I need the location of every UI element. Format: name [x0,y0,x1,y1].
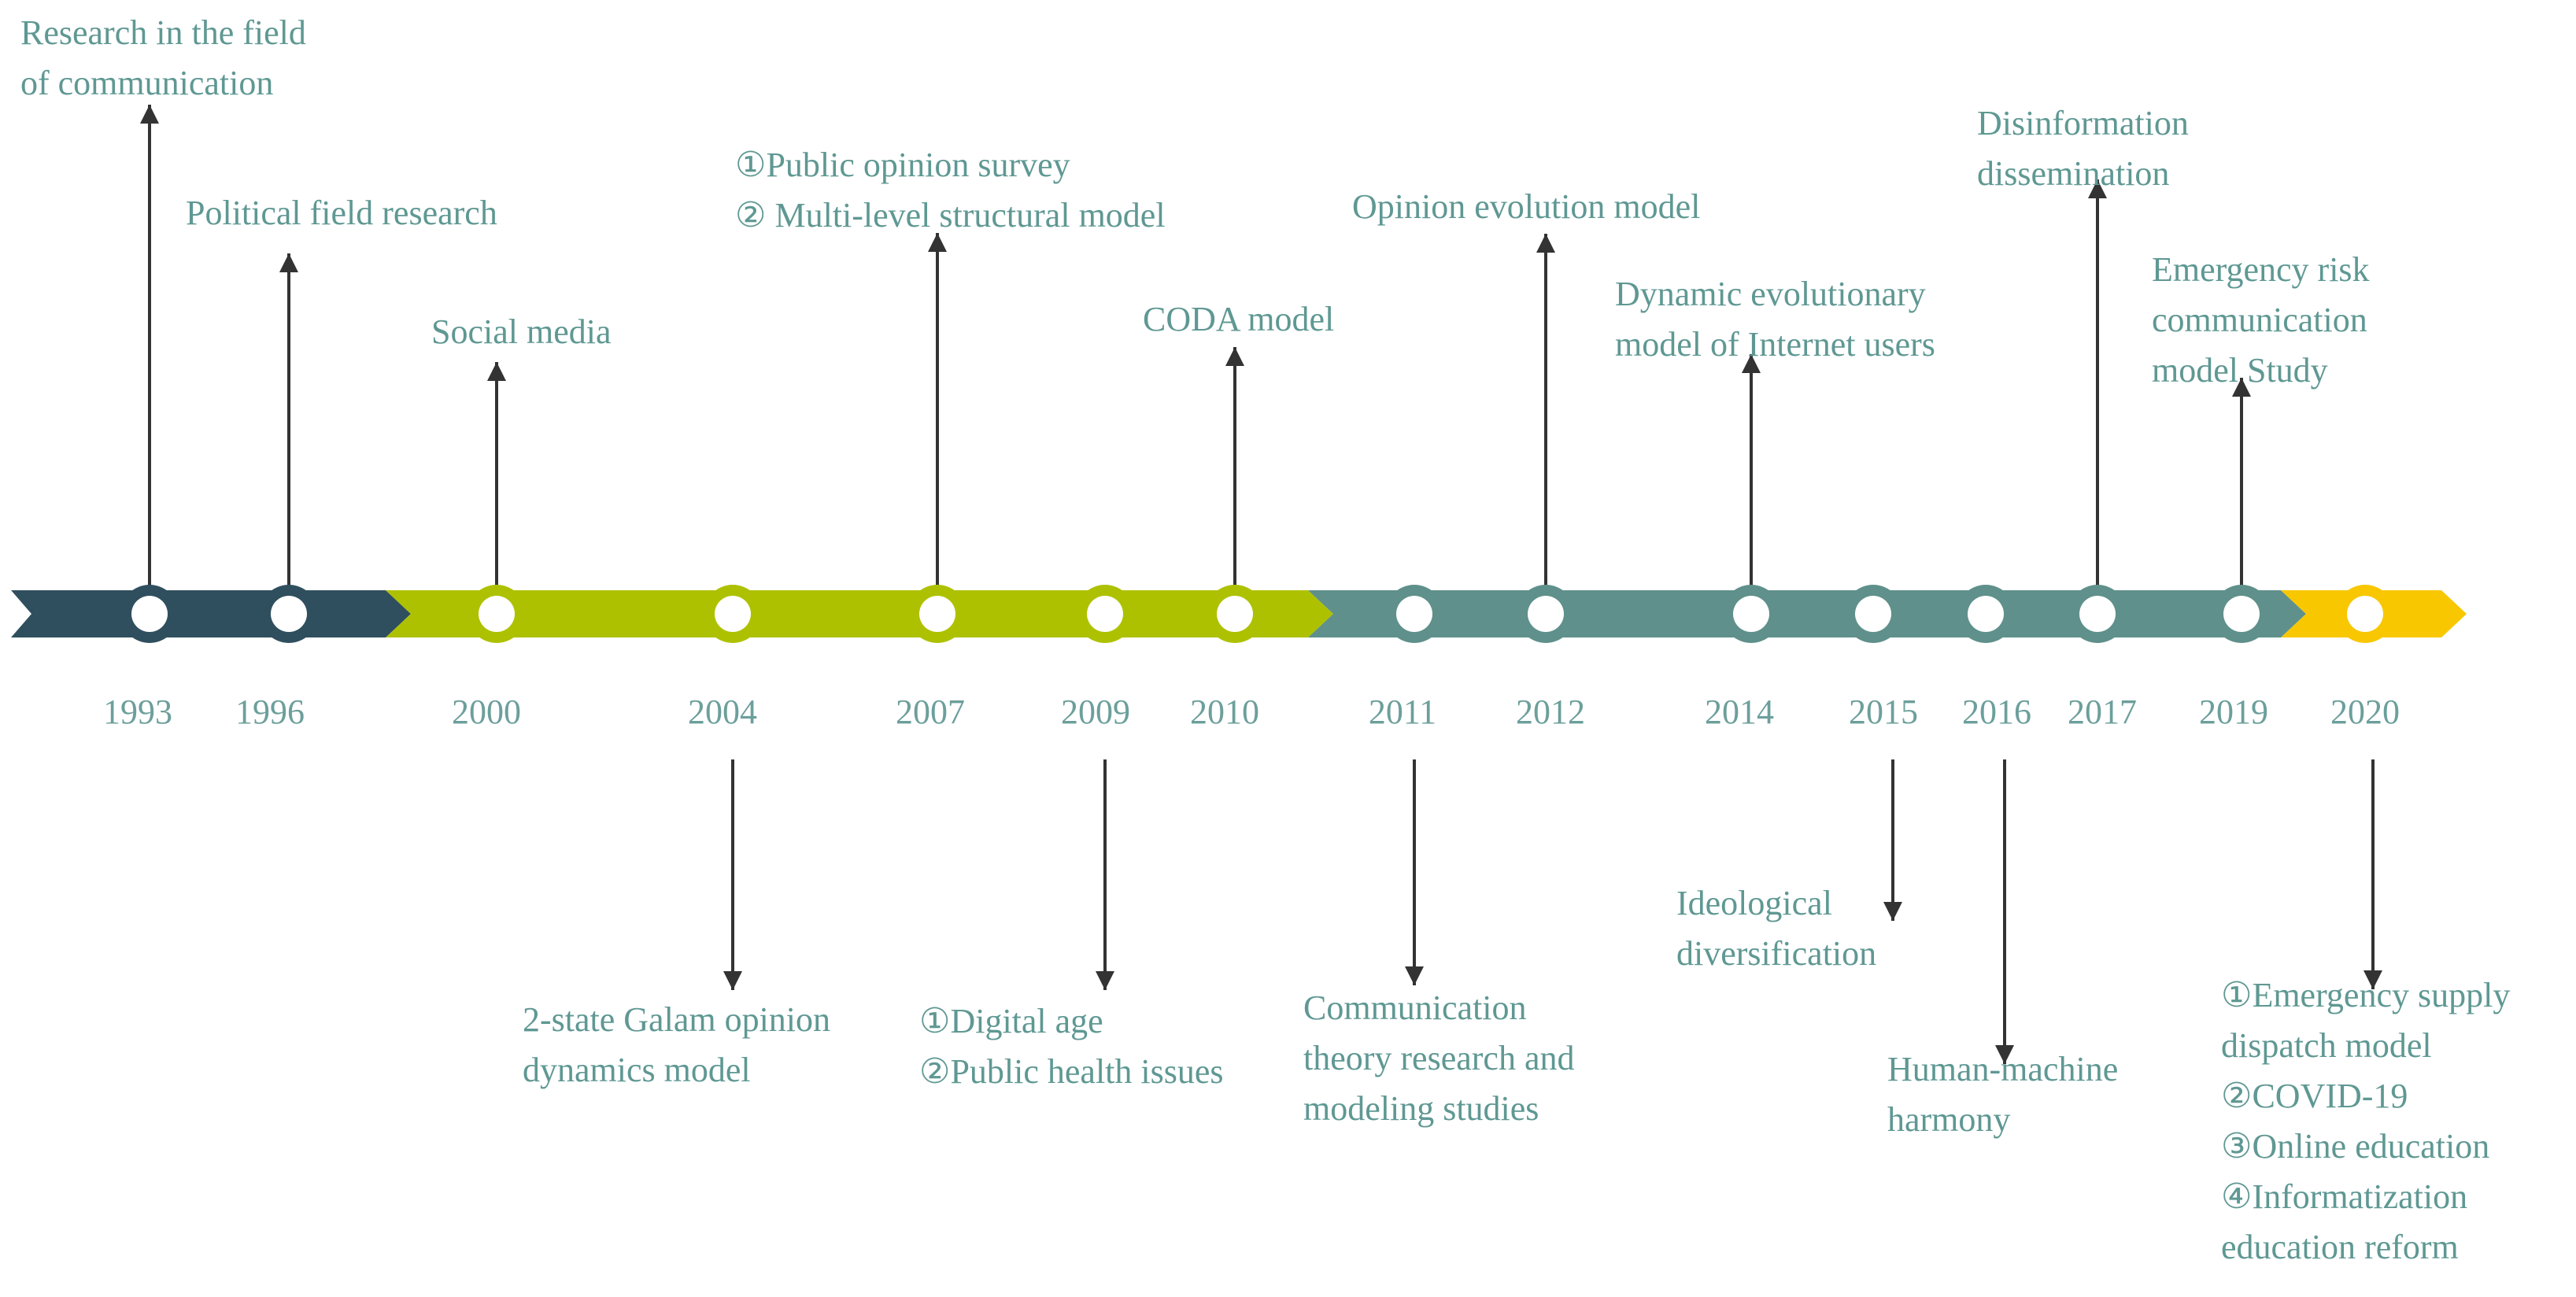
event-text-line: Ideological [1676,884,1832,922]
event-label-1993: Research in the field of communication [20,8,306,109]
event-label-2014: Dynamic evolutionary model of Internet us… [1615,269,1935,370]
event-text-line: Political field research [186,194,497,232]
event-label-2017: Disinformation dissemination [1977,98,2189,199]
event-text-line: ①Public opinion survey [735,146,1070,184]
event-text-line: ④Informatization [2221,1177,2468,1216]
event-label-2016: Human-machine harmony [1887,1044,2118,1145]
node-center-2016 [1968,596,2004,632]
node-center-2015 [1855,596,1891,632]
event-text-line: dissemination [1977,154,2170,193]
event-text-line: ①Emergency supply [2221,976,2511,1014]
year-label-1993: 1993 [103,693,172,731]
year-label-2010: 2010 [1190,693,1259,731]
event-text-line: ③Online education [2221,1127,2490,1166]
year-label-2019: 2019 [2199,693,2268,731]
node-center-1993 [131,596,168,632]
event-text-line: Dynamic evolutionary [1615,275,1926,313]
event-text-line: Social media [431,312,612,351]
event-text-line: Disinformation [1977,104,2189,142]
year-label-2011: 2011 [1368,693,1437,731]
event-text-line: ①Digital age [919,1002,1103,1040]
event-text-line: theory research and [1303,1039,1575,1077]
event-label-2012: Opinion evolution model [1352,182,1700,232]
node-center-2020 [2347,596,2383,632]
event-label-2009: ①Digital age ②Public health issues [919,996,1224,1097]
event-label-2015: Ideological diversification [1676,878,1876,979]
year-label-2012: 2012 [1516,693,1585,731]
event-label-2000: Social media [431,307,612,357]
year-label-2014: 2014 [1705,693,1774,731]
event-label-2011: Communication theory research and modeling… [1303,983,1574,1134]
event-text-line: dynamics model [523,1051,751,1089]
event-text-line: 2-state Galam opinion [523,1000,831,1039]
event-text-line: of communication [20,64,274,102]
event-text-line: dispatch model [2221,1026,2432,1065]
event-text-line: Communication [1303,988,1527,1027]
event-text-line: ② Multi-level structural model [735,196,1166,235]
year-label-2015: 2015 [1849,693,1918,731]
node-center-2017 [2079,596,2116,632]
node-center-2019 [2223,596,2260,632]
year-label-2017: 2017 [2068,693,2137,731]
node-center-2007 [919,596,955,632]
year-label-1996: 1996 [235,693,305,731]
node-center-1996 [271,596,307,632]
event-text-line: harmony [1887,1100,2011,1139]
year-label-2009: 2009 [1061,693,1130,731]
event-label-2019: Emergency risk communication model Study [2152,245,2370,396]
year-nodes [120,585,2394,643]
event-text-line: Human-machine [1887,1050,2119,1088]
event-text-line: ②COVID-19 [2221,1077,2408,1115]
node-center-2014 [1733,596,1769,632]
event-text-line: ②Public health issues [919,1052,1224,1091]
event-label-2007: ①Public opinion survey ② Multi-level stru… [735,140,1166,241]
event-text-line: education reform [2221,1228,2459,1266]
event-arrows [140,105,2382,1064]
event-text-line: Opinion evolution model [1352,187,1701,226]
year-label-2016: 2016 [1962,693,2031,731]
year-label-2000: 2000 [452,693,521,731]
event-text-line: Emergency risk [2152,250,2370,289]
event-text-line: model Study [2152,351,2328,390]
event-text-line: model of Internet users [1615,325,1935,364]
band-teal [1308,590,2306,637]
event-label-2004: 2-state Galam opinion dynamics model [523,995,830,1096]
node-center-2011 [1396,596,1432,632]
event-text-line: CODA model [1143,300,1335,338]
node-center-2009 [1087,596,1123,632]
node-center-2012 [1528,596,1564,632]
event-text-line: Research in the field [20,13,306,52]
event-label-2010: CODA model [1143,294,1334,345]
event-text-line: modeling studies [1303,1089,1539,1128]
event-text-line: diversification [1676,934,1877,973]
event-text-line: communication [2152,301,2367,339]
year-label-2007: 2007 [896,693,965,731]
year-label-2004: 2004 [688,693,757,731]
node-center-2010 [1217,596,1253,632]
band-lime [386,590,1333,637]
event-label-1996: Political field research [186,188,497,238]
band-navy [11,590,411,637]
event-label-2020: ①Emergency supply dispatch model ②COVID-19… [2221,970,2510,1273]
node-center-2004 [715,596,751,632]
node-center-2000 [479,596,515,632]
year-label-2020: 2020 [2330,693,2400,731]
